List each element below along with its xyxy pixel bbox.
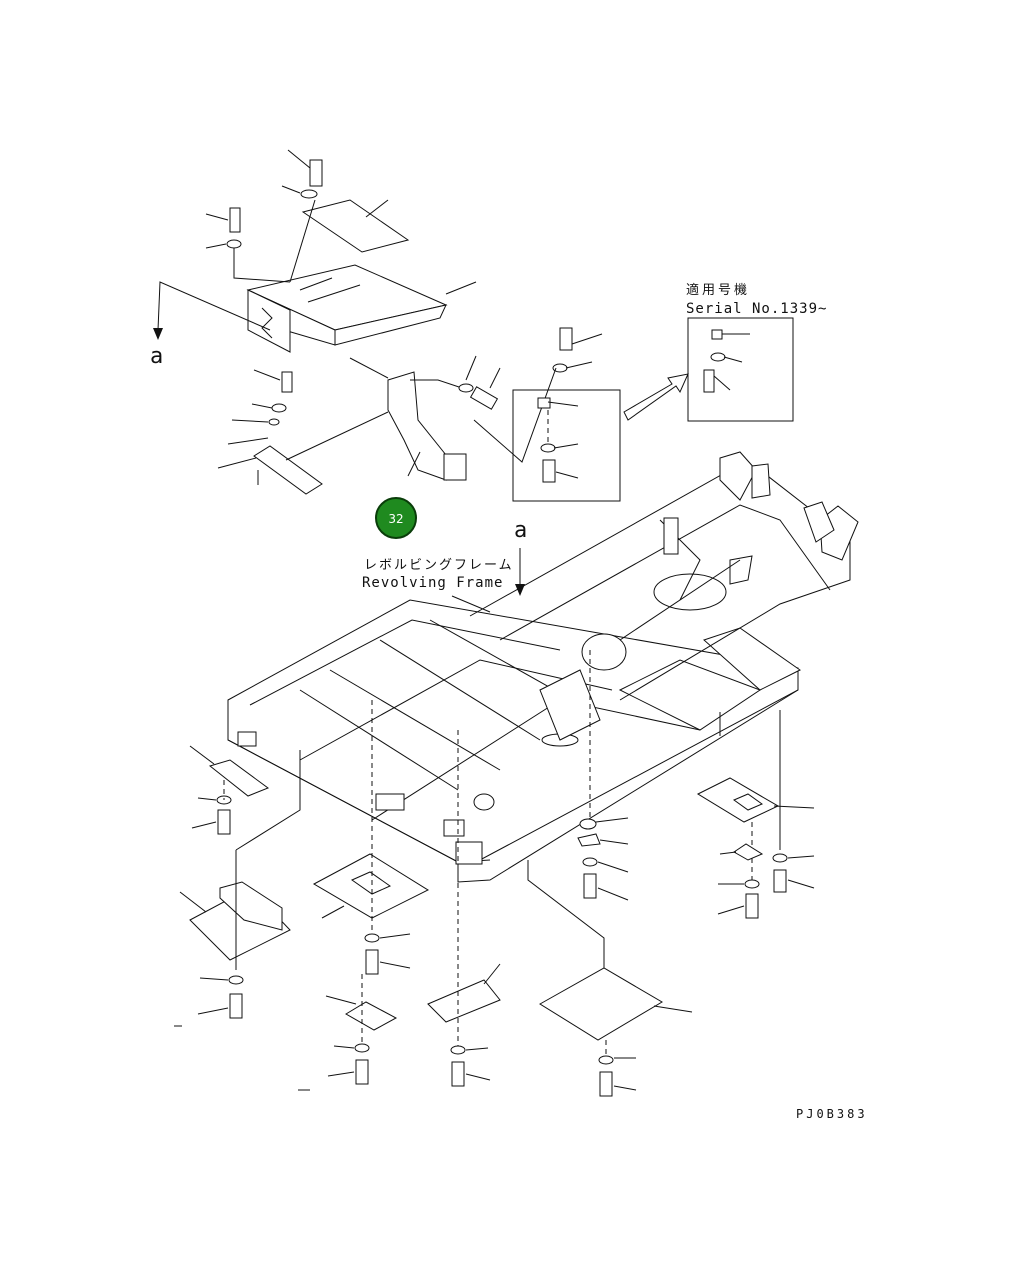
bracket: [387, 371, 447, 481]
washer: [300, 189, 318, 199]
bolt: [773, 869, 787, 893]
washer: [540, 443, 556, 453]
bolt: [451, 1061, 465, 1087]
washer: [582, 857, 598, 867]
arrow-label: a: [514, 518, 527, 543]
arrow-label: a: [150, 344, 163, 369]
serial-detail: 適用号機 Serial No.1339~: [686, 282, 827, 422]
clip: [537, 397, 551, 409]
clip: [711, 329, 723, 340]
small-plate: [253, 445, 323, 495]
washer: [772, 853, 788, 863]
cover-plate: [208, 759, 270, 797]
bolt: [229, 207, 241, 233]
section-arrow-a-center: a: [514, 518, 527, 596]
bolt: [309, 159, 323, 187]
washer: [354, 1043, 370, 1053]
bolt: [355, 1059, 369, 1085]
washer: [450, 1045, 466, 1055]
reference-badge[interactable]: 32: [375, 497, 417, 539]
badge-circle[interactable]: [375, 497, 417, 539]
bolt: [559, 327, 573, 351]
bracket-assembly: [217, 355, 501, 495]
bolt: [583, 873, 597, 899]
washer: [710, 352, 726, 362]
bolt: [599, 1071, 613, 1097]
bolt: [365, 949, 379, 975]
bolt: [542, 459, 556, 483]
small-plate: [345, 1001, 398, 1031]
cover-plate: [312, 853, 430, 919]
serial-label-en: Serial No.1339~: [686, 301, 827, 317]
washer: [598, 1055, 614, 1065]
lower-parts: [174, 650, 815, 1097]
washer: [364, 933, 380, 943]
swing-circle: [581, 633, 627, 671]
washer: [744, 879, 760, 889]
detail-arrow: [623, 373, 689, 421]
bolt: [229, 993, 243, 1019]
washer: [228, 975, 244, 985]
drawing-code: PJ0B383: [796, 1107, 868, 1121]
bolt: [469, 386, 499, 410]
upper-plate: [301, 199, 410, 253]
bolt: [217, 809, 231, 835]
bolt: [281, 371, 293, 393]
cover-plate: [696, 777, 780, 823]
washer: [458, 383, 474, 393]
frame-label-en: Revolving Frame: [362, 575, 503, 591]
frame-label-jp: レボルビングフレーム: [364, 558, 514, 573]
bolt: [703, 369, 715, 393]
cutout: [237, 731, 257, 747]
top-cover-assembly: [205, 149, 477, 353]
shim: [579, 818, 597, 830]
badge-number: 32: [388, 512, 403, 526]
serial-label-jp: 適用号機: [686, 282, 750, 298]
large-cover-plate: [539, 967, 663, 1041]
cover-plate: [427, 979, 501, 1023]
revolving-frame: [227, 451, 859, 883]
detail-box-center: [473, 327, 621, 502]
washer: [226, 239, 242, 249]
washer: [271, 403, 287, 413]
bolt: [745, 893, 759, 919]
section-arrow-a-left: a: [150, 281, 271, 369]
